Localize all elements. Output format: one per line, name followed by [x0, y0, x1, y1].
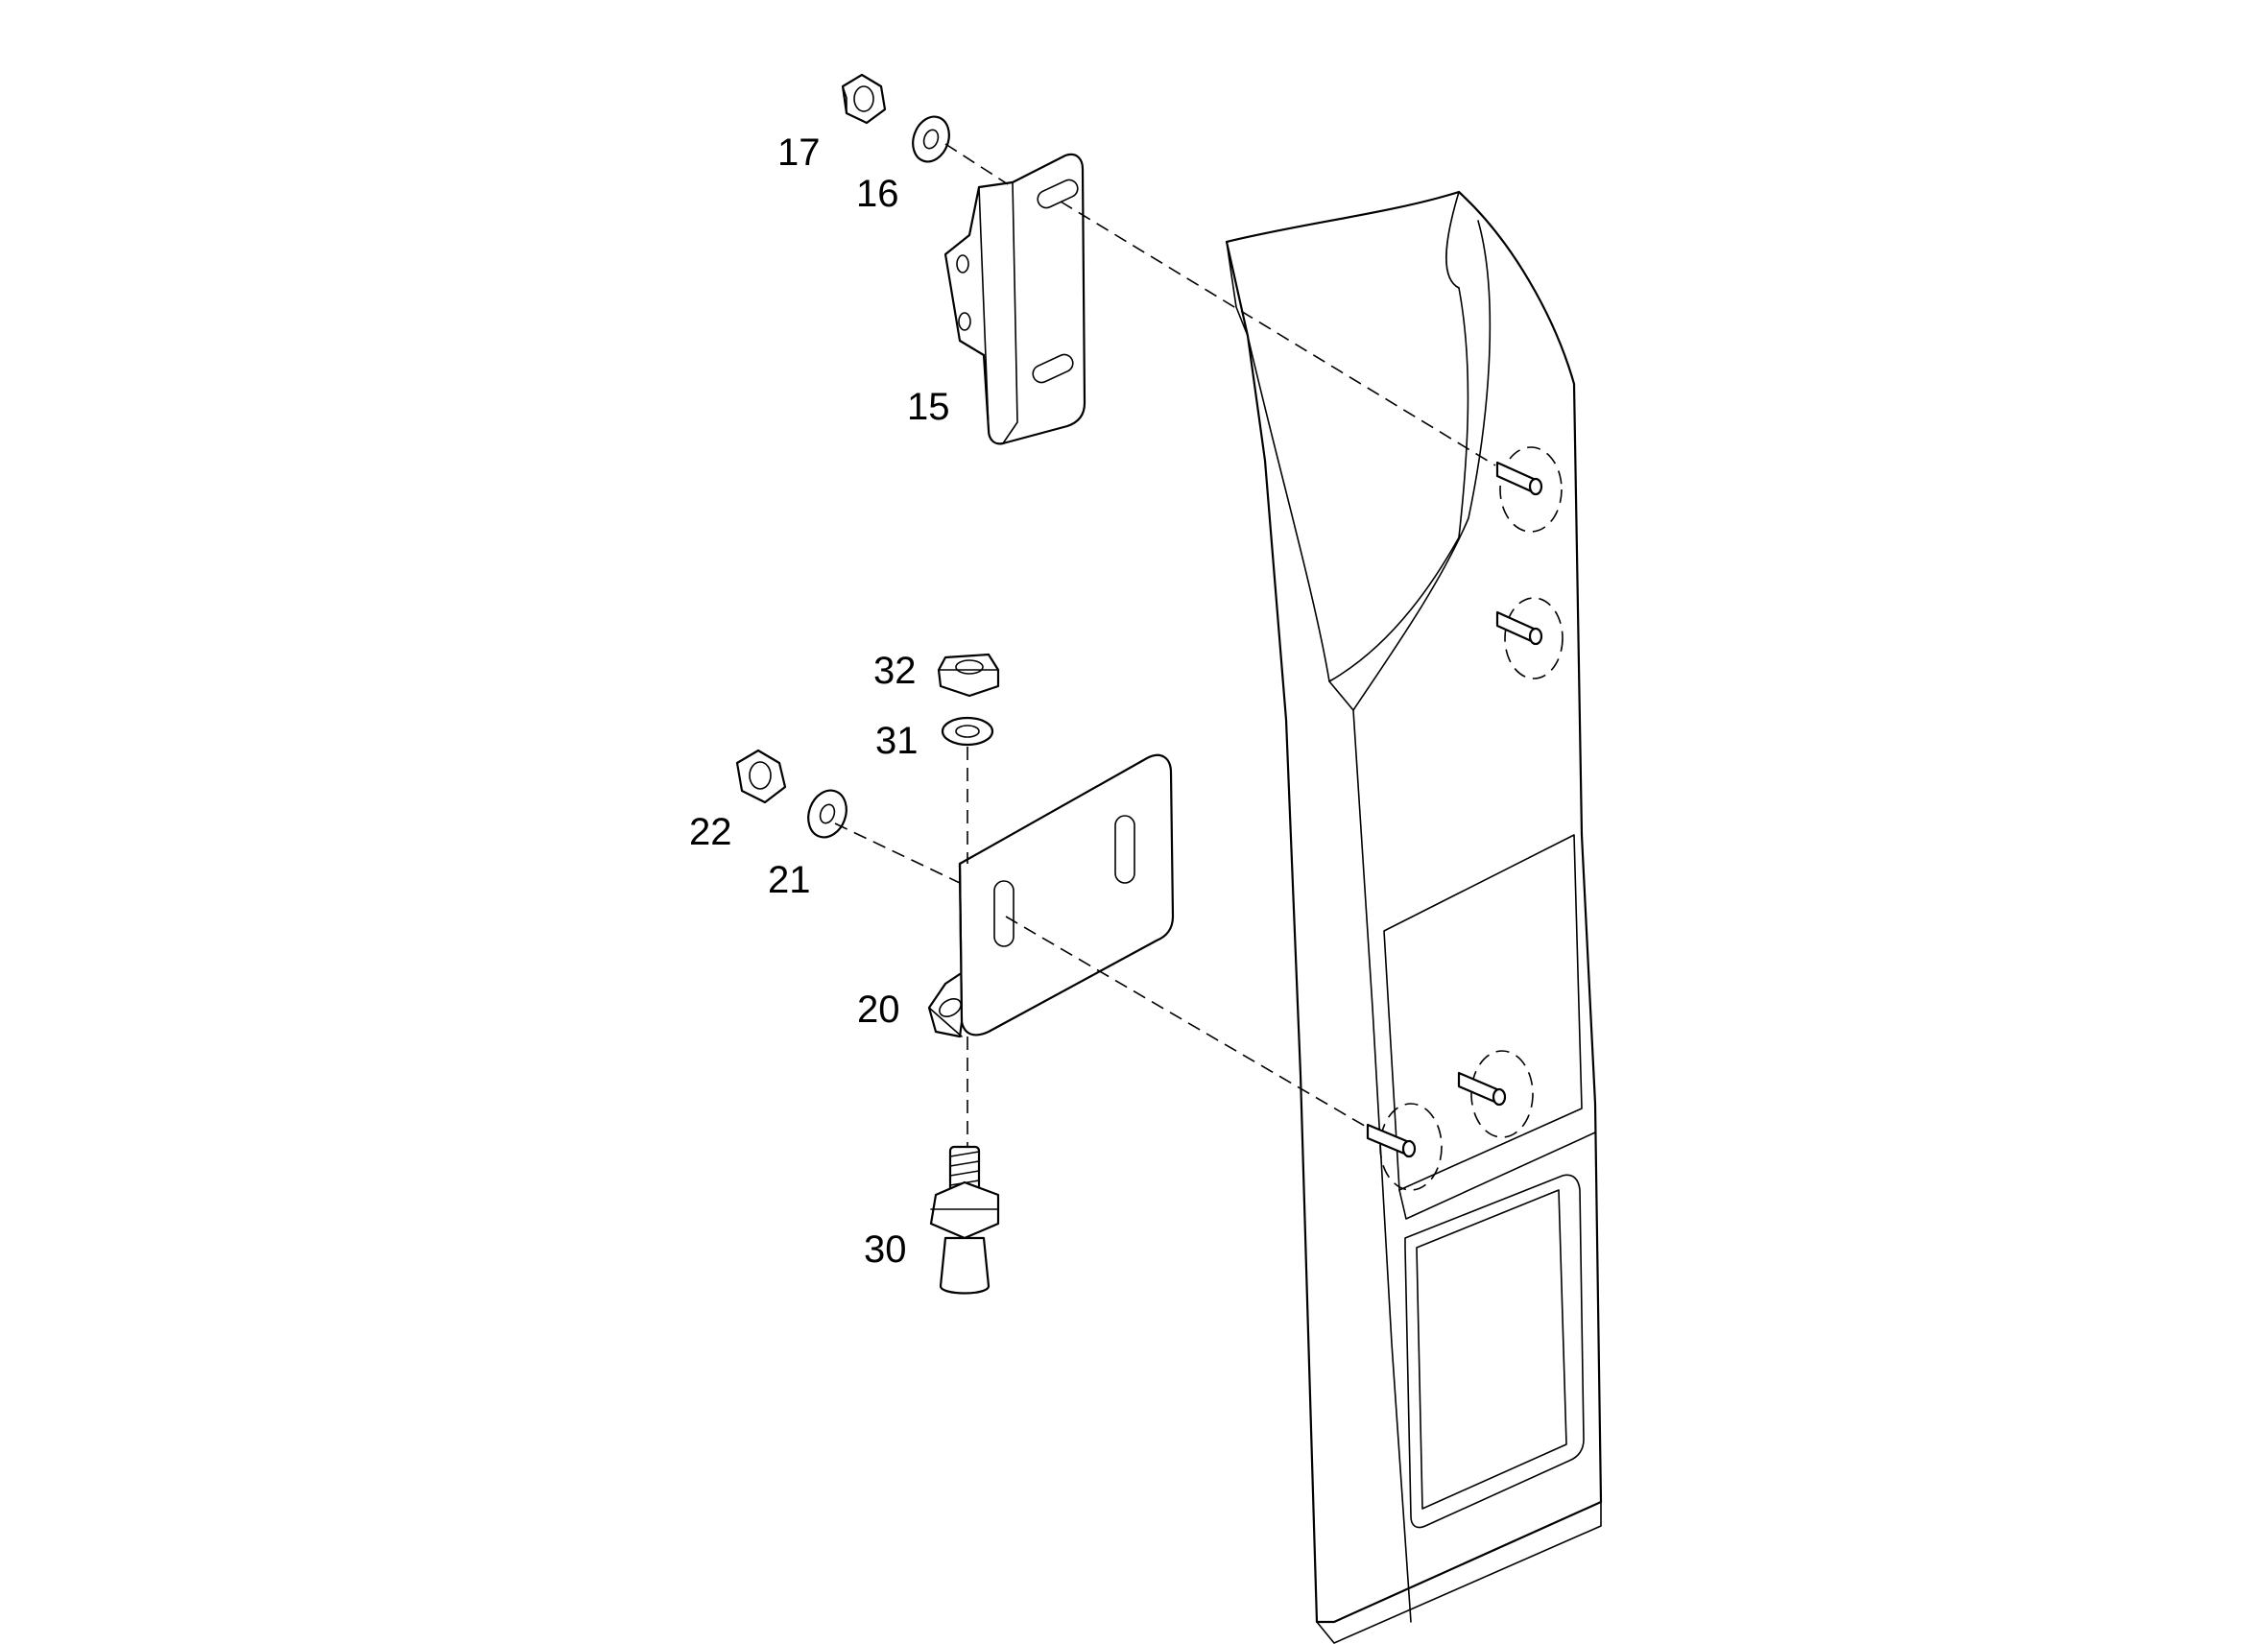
- callout-labels: 17 16 15 32 31 22 21 20 30: [689, 131, 950, 1271]
- washer-part-21: [807, 789, 848, 839]
- nut-part-22: [735, 749, 787, 804]
- nut-part-17: [841, 73, 887, 125]
- nut-part-32: [937, 653, 1000, 698]
- lower-bracket-part-20: [927, 753, 1175, 1038]
- callout-16: 16: [856, 173, 899, 215]
- callout-20: 20: [857, 989, 900, 1031]
- callout-30: 30: [864, 1228, 907, 1271]
- callout-22: 22: [689, 811, 732, 853]
- bolt-fitting-part-30: [929, 1145, 1000, 1295]
- washer-part-16: [912, 115, 950, 163]
- callout-32: 32: [873, 650, 917, 692]
- washer-part-31: [941, 716, 994, 747]
- callout-17: 17: [777, 131, 821, 174]
- callout-21: 21: [768, 859, 811, 901]
- assembly-lines: [834, 143, 1496, 1147]
- main-panel: [1225, 190, 1603, 1644]
- callout-31: 31: [875, 720, 919, 762]
- panel-studs: [1366, 446, 1564, 1191]
- callout-15: 15: [907, 386, 950, 428]
- upper-bracket-part-15: [943, 153, 1086, 445]
